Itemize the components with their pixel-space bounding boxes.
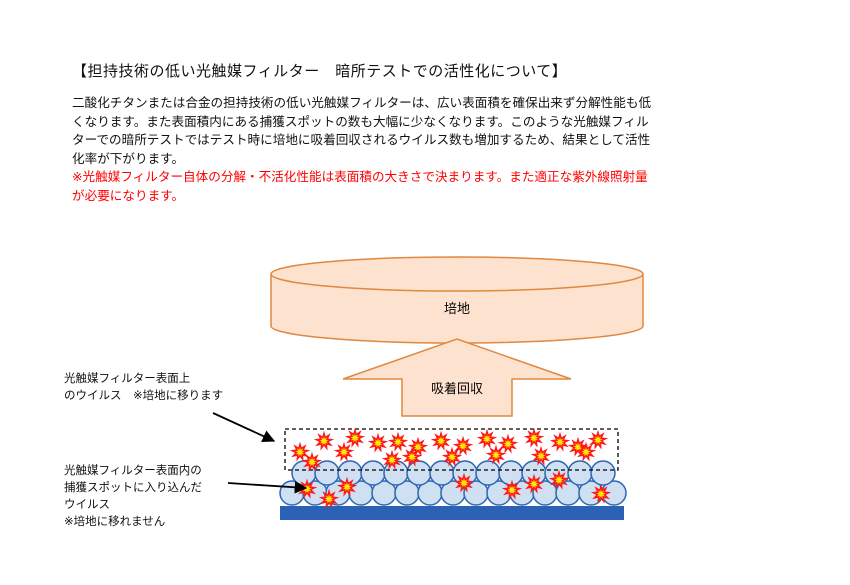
virus-icon xyxy=(523,473,545,494)
virus-icon xyxy=(313,430,335,451)
medium-label: 培地 xyxy=(444,301,470,317)
virus-icon xyxy=(485,444,507,465)
description-paragraph: 二酸化チタンまたは合金の担持技術の低い光触媒フィルターは、広い表面積を確保出来ず… xyxy=(72,94,792,205)
label-line: ウイルス xyxy=(64,497,110,511)
virus-icon xyxy=(367,432,389,453)
filter-sphere xyxy=(383,460,409,486)
body-line: くなります。また表面積内にある捕獲スポットの数も大幅に少なくなります。このような… xyxy=(72,113,649,129)
label-line: のウイルス ※培地に移ります xyxy=(64,388,224,402)
surface-virus-label: 光触媒フィルター表面上 のウイルス ※培地に移ります xyxy=(64,370,223,404)
virus-layer xyxy=(289,427,612,509)
medium-dish xyxy=(270,256,644,344)
filter-sphere xyxy=(475,460,501,486)
note-line: が必要になります。 xyxy=(72,187,185,203)
filter-base xyxy=(280,506,624,520)
virus-icon xyxy=(344,427,366,448)
filter-sphere xyxy=(429,460,455,486)
label-line: 光触媒フィルター表面内の xyxy=(64,463,202,477)
body-line: ターでの暗所テストではテスト時に培地に吸着回収されるウイルス数も増加するため、結… xyxy=(72,132,651,147)
virus-icon xyxy=(501,479,523,500)
virus-icon xyxy=(587,429,609,450)
virus-icon xyxy=(301,451,323,472)
virus-icon xyxy=(336,476,358,497)
virus-icon xyxy=(333,441,355,462)
surface-virus-box xyxy=(284,428,619,471)
body-line: 二酸化チタンまたは合金の担持技術の低い光触媒フィルターは、広い表面積を確保出来ず… xyxy=(72,95,652,110)
page-title: 【担持技術の低い光触媒フィルター 暗所テストでの活性化について】 xyxy=(72,62,568,80)
virus-icon xyxy=(530,445,552,466)
filter-sphere xyxy=(567,460,593,486)
inner-virus-label: 光触媒フィルター表面内の 捕獲スポットに入り込んだ ウイルス ※培地に移れません xyxy=(64,462,202,530)
surface-pointer-arrow xyxy=(212,412,276,442)
filter-sphere xyxy=(360,460,386,486)
note-line: ※光触媒フィルター自体の分解・不活化性能は表面積の大きさで決まります。また適正な… xyxy=(72,169,648,184)
virus-icon xyxy=(387,431,409,452)
inner-pointer-arrow xyxy=(227,480,308,494)
virus-icon xyxy=(548,469,570,490)
virus-icon xyxy=(590,483,612,504)
virus-icon xyxy=(401,446,423,467)
virus-icon xyxy=(575,441,597,462)
virus-icon xyxy=(318,488,340,509)
virus-icon xyxy=(523,427,545,448)
virus-icon xyxy=(452,435,474,456)
body-line: 化率が下がります。 xyxy=(72,150,185,166)
virus-icon xyxy=(381,449,403,470)
virus-icon xyxy=(497,433,519,454)
virus-icon xyxy=(289,441,311,462)
virus-icon xyxy=(476,428,498,449)
filter-sphere xyxy=(498,460,524,486)
label-line: ※培地に移れません xyxy=(64,514,166,528)
virus-icon xyxy=(407,436,429,457)
virus-icon xyxy=(453,472,475,493)
virus-icon xyxy=(430,430,452,451)
virus-icon xyxy=(441,446,463,467)
label-line: 捕獲スポットに入り込んだ xyxy=(64,480,202,494)
recovery-arrow xyxy=(342,338,572,417)
virus-icon xyxy=(549,431,571,452)
filter-sphere xyxy=(590,460,616,486)
label-line: 光触媒フィルター表面上 xyxy=(64,371,191,385)
arrow-label: 吸着回収 xyxy=(431,381,483,397)
filter-sphere xyxy=(406,460,432,486)
filter-sphere xyxy=(314,460,340,486)
